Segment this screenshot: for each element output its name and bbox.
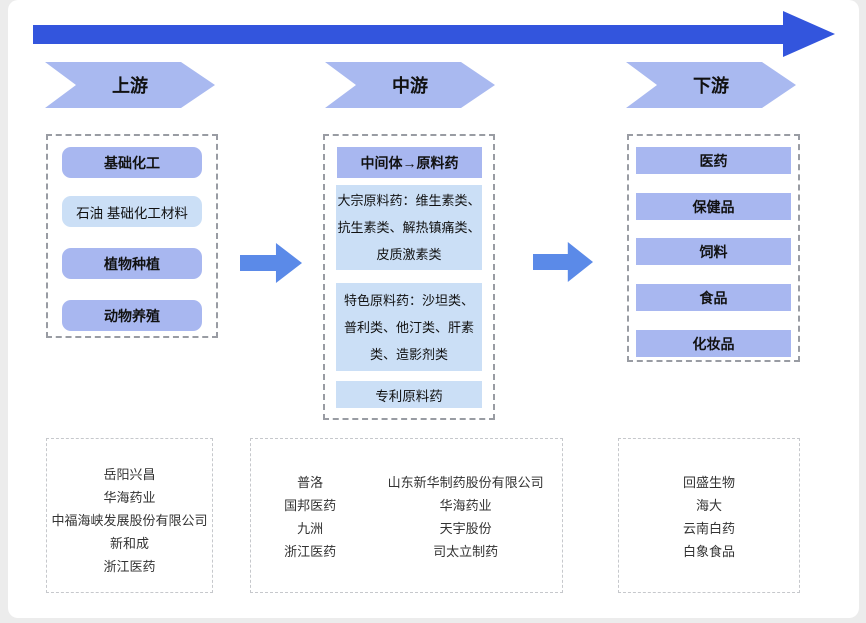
company-name: 岳阳兴昌 <box>103 467 156 482</box>
downstream-item-food: 食品 <box>636 284 791 311</box>
upstream-items-box <box>46 134 218 338</box>
company-name: 华海药业 <box>439 498 492 513</box>
upstream-item-plant-cultivation: 植物种植 <box>62 248 202 279</box>
downstream-items-box <box>627 134 800 362</box>
company-name: 回盛生物 <box>682 475 735 490</box>
downstream-item-health-products: 保健品 <box>636 193 791 220</box>
upstream-companies-box: 岳阳兴昌 华海药业 中福海峡发展股份有限公司 新和成 浙江医药 <box>46 438 213 593</box>
downstream-companies-box: 回盛生物 海大 云南白药 白象食品 <box>618 438 800 593</box>
company-name: 九洲 <box>297 521 324 536</box>
midstream-items-box <box>323 134 495 420</box>
midstream-companies-right-column: 山东新华制药股份有限公司 华海药业 天宇股份 司太立制药 <box>369 471 562 563</box>
upstream-item-basic-chemicals: 基础化工 <box>62 147 202 178</box>
downstream-item-pharma: 医药 <box>636 147 791 174</box>
company-name: 白象食品 <box>682 544 735 559</box>
stage-label-midstream: 中游 <box>392 76 428 96</box>
downstream-item-feed: 饲料 <box>636 238 791 265</box>
timeline-arrow-bar <box>33 25 783 44</box>
company-name: 司太立制药 <box>433 544 499 559</box>
upstream-item-petroleum-materials: 石油 基础化工材料 <box>62 196 202 227</box>
company-name: 中福海峡发展股份有限公司 <box>51 513 208 528</box>
company-name: 浙江医药 <box>103 559 156 574</box>
midstream-item-patented-api: 专利原料药 <box>336 381 482 408</box>
company-name: 普洛 <box>297 475 324 490</box>
midstream-item-bulk-api: 大宗原料药：维生素类、 抗生素类、解热镇痛类、 皮质激素类 <box>336 185 482 270</box>
company-name: 云南白药 <box>682 521 735 536</box>
downstream-item-cosmetics: 化妆品 <box>636 330 791 357</box>
stage-label-upstream: 上游 <box>112 76 148 96</box>
company-name: 浙江医药 <box>284 544 337 559</box>
midstream-companies-box: 普洛 国邦医药 九洲 浙江医药 山东新华制药股份有限公司 华海药业 天宇股份 司… <box>250 438 563 593</box>
company-name: 国邦医药 <box>284 498 337 513</box>
upstream-item-animal-husbandry: 动物养殖 <box>62 300 202 331</box>
company-name: 海大 <box>695 498 722 513</box>
stage-label-downstream: 下游 <box>693 76 729 96</box>
company-name: 新和成 <box>109 536 149 551</box>
midstream-item-intermediate-to-api: 中间体→原料药 <box>337 147 482 178</box>
midstream-companies-columns: 普洛 国邦医药 九洲 浙江医药 山东新华制药股份有限公司 华海药业 天宇股份 司… <box>251 471 562 563</box>
company-name: 天宇股份 <box>439 521 492 536</box>
company-name: 山东新华制药股份有限公司 <box>387 475 544 490</box>
midstream-item-specialty-api: 特色原料药：沙坦类、 普利类、他汀类、肝素 类、造影剂类 <box>336 283 482 371</box>
company-name: 华海药业 <box>103 490 156 505</box>
midstream-companies-left-column: 普洛 国邦医药 九洲 浙江医药 <box>251 471 369 563</box>
